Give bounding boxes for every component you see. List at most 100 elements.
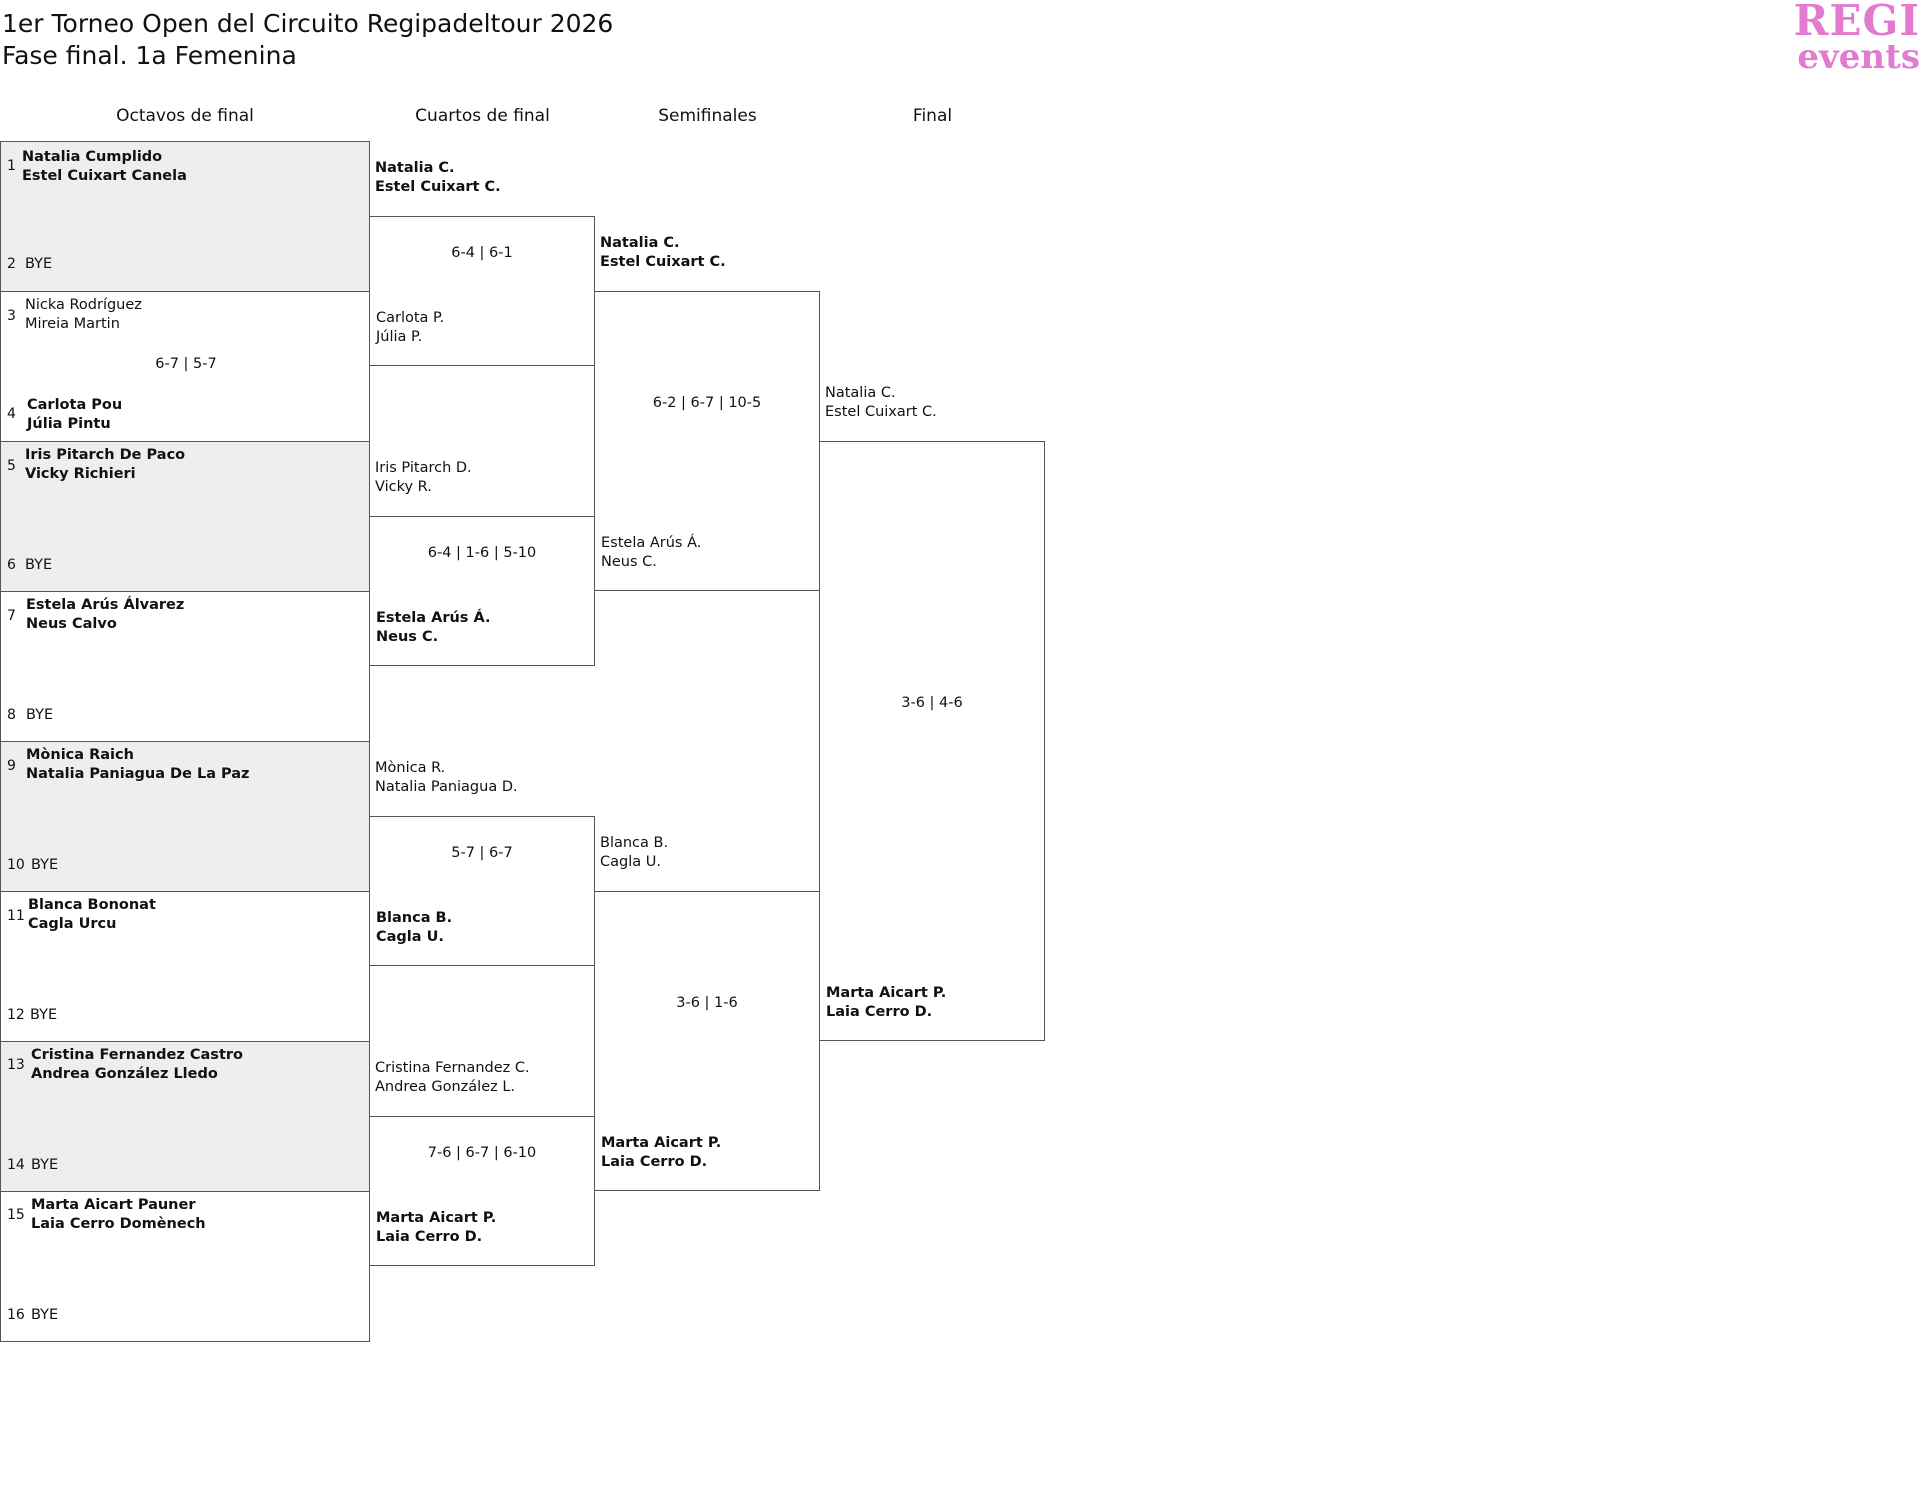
player-name: Iris Pitarch De Paco xyxy=(25,447,186,463)
cuartos-match-3: 5-7 | 6-7 Blanca B. Cagla U. xyxy=(369,816,595,966)
cuartos-team-2: Carlota P. Júlia P. xyxy=(376,309,444,347)
cuartos-match-1: 6-4 | 6-1 Carlota P. Júlia P. xyxy=(369,216,595,366)
player-name: Júlia P. xyxy=(376,329,423,345)
team-names: Iris Pitarch De Paco Vicky Richieri xyxy=(25,446,185,484)
round-header-octavos: Octavos de final xyxy=(116,106,254,126)
final-match: 3-6 | 4-6 Marta Aicart P. Laia Cerro D. xyxy=(819,441,1045,1041)
cuartos-team-7: Cristina Fernandez C. Andrea González L. xyxy=(375,1059,530,1097)
player-name: Vicky R. xyxy=(375,479,432,495)
player-name: Andrea González Lledo xyxy=(31,1066,218,1082)
cuartos-team-8: Marta Aicart P. Laia Cerro D. xyxy=(376,1209,496,1247)
player-name: BYE xyxy=(26,707,54,723)
player-name: Laia Cerro Domènech xyxy=(31,1216,206,1232)
player-name: BYE xyxy=(31,1157,59,1173)
player-name: Marta Aicart P. xyxy=(376,1210,497,1226)
seed-number: 15 xyxy=(7,1207,25,1223)
player-name: Carlota Pou xyxy=(27,397,123,413)
player-name: Natalia Cumplido xyxy=(22,149,163,165)
player-name: BYE xyxy=(31,1307,59,1323)
seed-number: 8 xyxy=(7,707,16,723)
cuartos-team-1: Natalia C. Estel Cuixart C. xyxy=(375,159,501,197)
player-name: Natalia Paniagua D. xyxy=(375,779,518,795)
team-names: Natalia Cumplido Estel Cuixart Canela xyxy=(22,148,187,186)
match-score: 6-4 | 6-1 xyxy=(451,245,513,261)
team-names: Cristina Fernandez Castro Andrea Gonzále… xyxy=(31,1046,243,1084)
match-score: 5-7 | 6-7 xyxy=(451,845,513,861)
semis-match-2: 3-6 | 1-6 Marta Aicart P. Laia Cerro D. xyxy=(594,891,820,1191)
player-name: Carlota P. xyxy=(376,310,445,326)
player-name: Estel Cuixart Canela xyxy=(22,168,187,184)
final-team-1: Natalia C. Estel Cuixart C. xyxy=(825,384,937,422)
player-name: Cristina Fernandez C. xyxy=(375,1060,530,1076)
match-score: 6-7 | 5-7 xyxy=(155,356,217,372)
player-name: Estela Arús Á. xyxy=(601,535,702,551)
team-names: Marta Aicart Pauner Laia Cerro Domènech xyxy=(31,1196,206,1234)
octavos-match-3: 5 Iris Pitarch De Paco Vicky Richieri 6 … xyxy=(0,441,370,592)
seed-number: 5 xyxy=(7,458,16,474)
player-name: Laia Cerro D. xyxy=(376,1229,483,1245)
player-name: Marta Aicart P. xyxy=(826,985,947,1001)
team-names: Blanca Bononat Cagla Urcu xyxy=(28,896,156,934)
seed-number: 10 xyxy=(7,857,25,873)
player-name: Cristina Fernandez Castro xyxy=(31,1047,243,1063)
player-name: Cagla U. xyxy=(600,854,661,870)
team-names: Mònica Raich Natalia Paniagua De La Paz xyxy=(26,746,250,784)
seed-number: 12 xyxy=(7,1007,25,1023)
player-name: Estela Arús Á. xyxy=(376,610,491,626)
player-name: Natalia C. xyxy=(375,160,455,176)
player-name: Laia Cerro D. xyxy=(601,1154,708,1170)
player-name: Laia Cerro D. xyxy=(826,1004,933,1020)
player-name: Mònica R. xyxy=(375,760,446,776)
semis-team-3: Blanca B. Cagla U. xyxy=(600,834,668,872)
seed-number: 2 xyxy=(7,256,16,272)
round-header-semis: Semifinales xyxy=(658,106,757,126)
tournament-title: 1er Torneo Open del Circuito Regipadelto… xyxy=(2,9,614,38)
seed-number: 4 xyxy=(7,406,16,422)
player-name: Neus Calvo xyxy=(26,616,117,632)
player-name: Estel Cuixart C. xyxy=(600,254,726,270)
seed-number: 3 xyxy=(7,308,16,324)
seed-number: 1 xyxy=(7,158,16,174)
seed-number: 16 xyxy=(7,1307,25,1323)
logo-text-top: REGI xyxy=(1793,0,1920,45)
cuartos-team-3: Iris Pitarch D. Vicky R. xyxy=(375,459,472,497)
match-score: 7-6 | 6-7 | 6-10 xyxy=(427,1145,537,1161)
player-name: Marta Aicart Pauner xyxy=(31,1197,196,1213)
cuartos-match-4: 7-6 | 6-7 | 6-10 Marta Aicart P. Laia Ce… xyxy=(369,1116,595,1266)
player-name: Cagla U. xyxy=(376,929,444,945)
cuartos-team-6: Blanca B. Cagla U. xyxy=(376,909,452,947)
match-score: 6-4 | 1-6 | 5-10 xyxy=(427,545,537,561)
seed-number: 11 xyxy=(7,908,25,924)
semis-team-1: Natalia C. Estel Cuixart C. xyxy=(600,234,726,272)
round-header-final: Final xyxy=(912,106,953,126)
match-score: 3-6 | 4-6 xyxy=(901,695,963,711)
octavos-match-4: 7 Estela Arús Álvarez Neus Calvo 8 BYE xyxy=(0,591,370,742)
seed-number: 6 xyxy=(7,557,16,573)
match-score: 3-6 | 1-6 xyxy=(676,995,738,1011)
team-names: Nicka Rodríguez Mireia Martin xyxy=(25,296,142,334)
regi-events-logo: REGI events xyxy=(1790,0,1920,74)
player-name: Nicka Rodríguez xyxy=(25,297,142,313)
player-name: BYE xyxy=(25,256,53,272)
octavos-match-8: 15 Marta Aicart Pauner Laia Cerro Domène… xyxy=(0,1191,370,1342)
logo-text-bottom: events xyxy=(1797,37,1920,77)
player-name: Estel Cuixart C. xyxy=(825,404,937,420)
seed-number: 9 xyxy=(7,758,16,774)
player-name: Andrea González L. xyxy=(375,1079,516,1095)
player-name: Natalia Paniagua De La Paz xyxy=(26,766,250,782)
player-name: Blanca B. xyxy=(376,910,453,926)
player-name: Vicky Richieri xyxy=(25,466,136,482)
octavos-match-6: 11 Blanca Bononat Cagla Urcu 12 BYE xyxy=(0,891,370,1042)
player-name: Mònica Raich xyxy=(26,747,134,763)
final-team-2: Marta Aicart P. Laia Cerro D. xyxy=(826,984,946,1022)
phase-title: Fase final. 1a Femenina xyxy=(2,41,297,70)
semis-match-1: 6-2 | 6-7 | 10-5 Estela Arús Á. Neus C. xyxy=(594,291,820,591)
octavos-match-2: 3 Nicka Rodríguez Mireia Martin 6-7 | 5-… xyxy=(0,291,370,442)
cuartos-team-4: Estela Arús Á. Neus C. xyxy=(376,609,490,647)
player-name: Natalia C. xyxy=(600,235,680,251)
seed-number: 13 xyxy=(7,1057,25,1073)
octavos-match-7: 13 Cristina Fernandez Castro Andrea Gonz… xyxy=(0,1041,370,1192)
player-name: Iris Pitarch D. xyxy=(375,460,472,476)
player-name: Mireia Martin xyxy=(25,316,120,332)
seed-number: 7 xyxy=(7,608,16,624)
